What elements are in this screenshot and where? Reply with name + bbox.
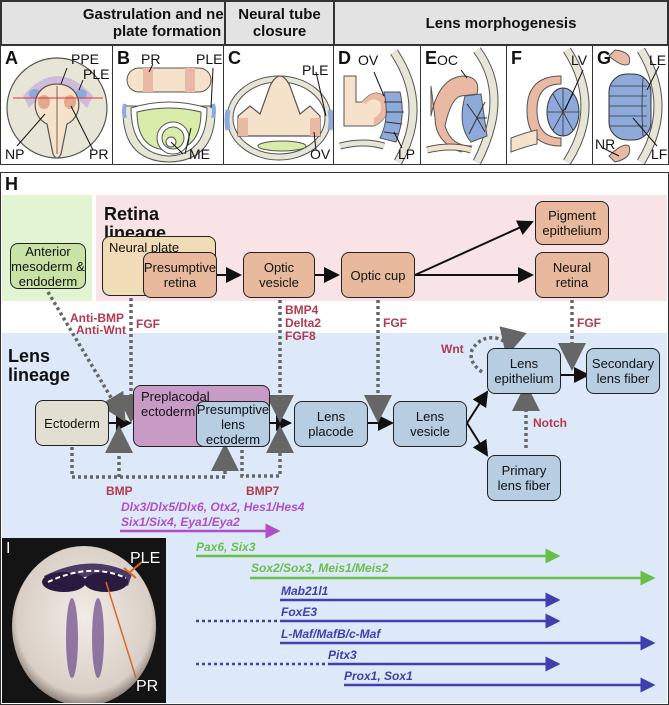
- signal-fgf: FGF: [136, 317, 160, 331]
- label-ple: PLE: [302, 62, 329, 78]
- node-neural-retina[interactable]: Neural retina: [535, 252, 609, 298]
- node-label: Pigment epithelium: [542, 208, 602, 238]
- label-ple: PLE: [196, 51, 223, 67]
- panel-i-photo: I PLE PR: [2, 538, 166, 703]
- panel-b: B PR PLE ME: [112, 45, 224, 165]
- panel-letter: I: [6, 540, 11, 557]
- node-lens-epithelium[interactable]: Lens epithelium: [487, 348, 561, 394]
- signal-fgf8: FGF8: [285, 329, 316, 343]
- panel-b-illustration: [122, 63, 216, 163]
- label-pr: PR: [136, 678, 159, 695]
- label-me: ME: [189, 146, 210, 162]
- node-label: Lens epithelium: [494, 356, 554, 386]
- gene-label: Mab21l1: [281, 584, 329, 598]
- panel-c-illustration: [224, 71, 333, 161]
- node-label: Preplacodal ectoderm: [141, 389, 210, 419]
- panel-letter: A: [5, 48, 18, 68]
- panel-f-illustration: [510, 47, 590, 164]
- label-lf: LF: [651, 146, 668, 162]
- label-pr: PR: [141, 51, 161, 67]
- node-pigment-epithelium[interactable]: Pigment epithelium: [535, 201, 609, 245]
- node-label: Presumptive lens ectoderm: [196, 401, 270, 447]
- panel-letter: B: [117, 48, 130, 68]
- label-ov: OV: [310, 146, 331, 162]
- node-lens-vesicle[interactable]: Lens vesicle: [393, 401, 467, 447]
- gene-label: Sox2/Sox3, Meis1/Meis2: [251, 561, 389, 575]
- embryo-photo: [12, 546, 156, 703]
- panel-letter: D: [338, 48, 351, 68]
- panel-d: D OV LP: [333, 45, 421, 165]
- gene-label: Pax6, Six3: [196, 540, 256, 554]
- label-le: LE: [649, 52, 667, 68]
- node-label: Neural retina: [552, 260, 592, 290]
- panel-a-illustration: [6, 57, 108, 159]
- node-label: Primary lens fiber: [497, 463, 551, 493]
- label-lv: LV: [571, 52, 588, 68]
- gene-label: L-Maf/MafB/c-Maf: [281, 627, 381, 641]
- node-label: Lens vesicle: [410, 409, 450, 439]
- signal-fgf-retina: FGF: [577, 316, 601, 330]
- node-optic-cup[interactable]: Optic cup: [341, 252, 415, 298]
- gene-label: Six1/Six4, Eya1/Eya2: [121, 515, 240, 529]
- signal-delta2: Delta2: [285, 316, 322, 330]
- label-oc: OC: [437, 52, 458, 68]
- signal-bmp7: BMP7: [246, 484, 280, 498]
- signal-anti-wnt: Anti-Wnt: [76, 323, 126, 337]
- label-nr: NR: [595, 136, 616, 152]
- label-lp: LP: [398, 146, 416, 162]
- signal-bmp4: BMP4: [285, 303, 319, 317]
- node-label: Ectoderm: [44, 415, 100, 431]
- header-label: Gastrulation and neural plate formation: [82, 6, 252, 40]
- header-label: Lens morphogenesis: [425, 14, 577, 32]
- signal-notch: Notch: [533, 416, 567, 430]
- node-lens-placode[interactable]: Lens placode: [294, 401, 368, 447]
- node-label: Optic vesicle: [259, 260, 299, 290]
- signal-fgf-cup: FGF: [383, 316, 407, 330]
- node-label: Optic cup: [350, 267, 406, 283]
- panel-letter: H: [5, 174, 18, 194]
- panel-d-illustration: [339, 49, 418, 164]
- gene-label: Pitx3: [328, 648, 357, 662]
- gene-label: Dlx3/Dlx5/Dlx6, Otx2, Hes1/Hes4: [121, 500, 305, 514]
- label-pr: PR: [89, 146, 109, 162]
- label-ov: OV: [358, 52, 379, 68]
- panel-g: G LE NR LF: [592, 45, 669, 165]
- signal-bmp: BMP: [106, 484, 133, 498]
- label-np: NP: [5, 146, 25, 162]
- node-label: Secondary lens fiber: [591, 356, 655, 386]
- label-ple: PLE: [83, 66, 110, 82]
- label-ple: PLE: [130, 550, 161, 567]
- node-primary-lens-fiber[interactable]: Primary lens fiber: [487, 455, 561, 501]
- node-ectoderm[interactable]: Ectoderm: [35, 400, 109, 446]
- header-lens-morphogenesis: Lens morphogenesis: [333, 0, 669, 46]
- gene-label: Prox1, Sox1: [344, 669, 413, 683]
- gene-label: FoxE3: [281, 605, 318, 619]
- panel-letter: F: [511, 48, 522, 68]
- panel-letter: C: [228, 48, 241, 68]
- label-ppe: PPE: [71, 51, 100, 67]
- signal-anti-bmp: Anti-BMP: [70, 311, 124, 325]
- header-neural-tube: Neural tube closure: [224, 0, 335, 46]
- panel-e-illustration: [426, 47, 499, 164]
- node-label: Anterior mesoderm & endoderm: [11, 243, 85, 289]
- node-label: Neural plate: [109, 240, 180, 255]
- node-optic-vesicle[interactable]: Optic vesicle: [243, 252, 315, 298]
- node-secondary-lens-fiber[interactable]: Secondary lens fiber: [586, 348, 660, 394]
- node-presumptive-retina[interactable]: Presumptive retina: [143, 252, 217, 298]
- node-presumptive-lens-ectoderm[interactable]: Presumptive lens ectoderm: [196, 401, 270, 447]
- header-label: Neural tube closure: [238, 6, 321, 40]
- lens-lineage-title: Lens lineage: [8, 346, 71, 385]
- panel-g-illustration: [602, 47, 663, 164]
- panel-f: F LV: [506, 45, 593, 165]
- panel-a: A PPE PLE NP PR: [0, 45, 113, 165]
- node-label: Presumptive retina: [143, 260, 217, 290]
- node-label: Lens placode: [308, 409, 354, 439]
- panel-e: E OC: [420, 45, 507, 165]
- panel-c: C PLE OV: [223, 45, 334, 165]
- panel-letter: E: [425, 48, 438, 68]
- panel-letter: G: [597, 48, 612, 68]
- signal-wnt: Wnt: [441, 342, 464, 356]
- node-anterior-mesoderm[interactable]: Anterior mesoderm & endoderm: [10, 243, 86, 289]
